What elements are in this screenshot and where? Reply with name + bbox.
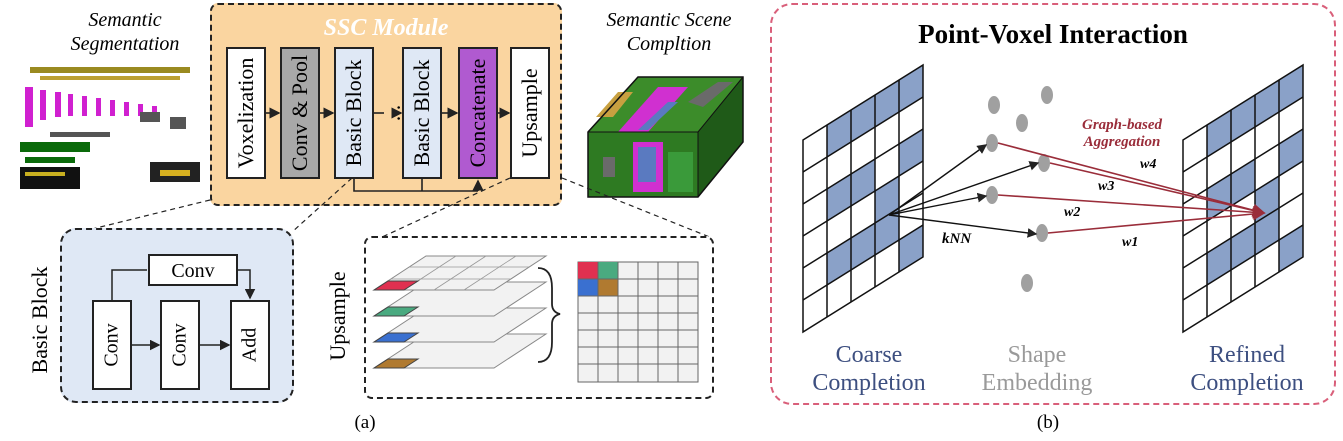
weight-w2: w2 — [1064, 205, 1081, 220]
upsample-panel — [364, 236, 714, 399]
zoom-dashed-lines — [79, 177, 713, 239]
caption-a: (a) — [354, 412, 376, 433]
voxelization-block: Voxelization — [226, 47, 266, 179]
scene-completion-image — [587, 76, 744, 198]
weight-w1: w1 — [1122, 235, 1139, 250]
conv-pool-block: Conv & Pool — [280, 47, 320, 179]
caption-b: (b) — [1036, 412, 1060, 433]
semantic-completion-label: Semantic Scene Compltion — [606, 9, 732, 55]
bb-conv-2: Conv — [160, 300, 200, 390]
bb-conv-1: Conv — [92, 300, 132, 390]
concatenate-block: Concatenate — [458, 47, 498, 179]
ssc-arrows — [266, 107, 511, 192]
knn-label: kNN — [942, 231, 972, 247]
basic-block-panel: Conv Conv Conv Add — [60, 228, 294, 403]
point-cloud-image — [20, 62, 205, 192]
bb-top-conv: Conv — [148, 254, 238, 286]
point-voxel-diagram — [802, 63, 1304, 334]
upsample-illustration — [372, 255, 699, 383]
ssc-module-title: SSC Module — [323, 15, 449, 41]
refined-completion-label: Refined Completion — [1190, 342, 1304, 396]
shape-embedding-label: Shape Embedding — [981, 342, 1093, 396]
upsample-block: Upsample — [510, 47, 550, 179]
basic-block-1: Basic Block — [334, 47, 374, 179]
point-voxel-panel: Point-Voxel Interaction — [770, 3, 1336, 405]
basic-block-2: Basic Block — [402, 47, 442, 179]
coarse-voxel-grid — [802, 63, 924, 334]
graph-aggregation-label: Graph-based Aggregation — [1081, 117, 1162, 150]
coarse-completion-label: Coarse Completion — [812, 342, 926, 396]
basic-block-arrows — [111, 269, 256, 351]
bb-add: Add — [230, 300, 270, 390]
weight-w3: w3 — [1098, 179, 1115, 194]
pv-title: Point-Voxel Interaction — [918, 19, 1188, 49]
upsample-side-label: Upsample — [325, 271, 350, 361]
ssc-module-panel: SSC Module Voxelization Conv & Pool Basi… — [210, 3, 562, 206]
semantic-segmentation-label: Semantic Segmentation — [70, 9, 180, 55]
weight-w4: w4 — [1140, 157, 1157, 172]
basic-block-side-label: Basic Block — [27, 266, 52, 374]
